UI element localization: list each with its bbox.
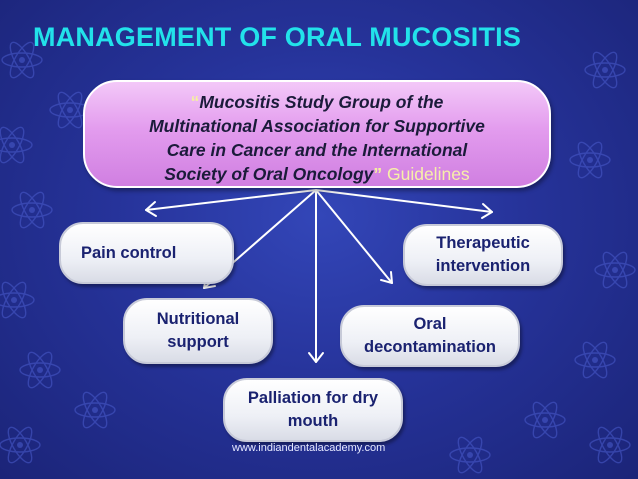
node-nutritional-line-1: Nutritional xyxy=(156,310,240,328)
header-line-4: Society of Oral Oncology” Guidelines xyxy=(85,162,549,186)
footer-watermark-url: www.indiandentalacademy.com xyxy=(232,442,386,454)
guidelines-suffix: Guidelines xyxy=(382,164,470,184)
node-therapeutic-line-2: intervention xyxy=(435,257,531,275)
page-title: MANAGEMENT OF ORAL MUCOSITIS xyxy=(33,22,522,52)
node-palliation-line-2: mouth xyxy=(287,412,339,430)
open-quote: “ xyxy=(190,92,200,112)
node-therapeutic-intervention: Therapeutic intervention xyxy=(403,224,563,286)
close-quote: ” xyxy=(373,164,383,184)
node-palliation-dry-mouth: Palliation for dry mouth xyxy=(223,378,403,442)
node-therapeutic-line-1: Therapeutic xyxy=(436,234,530,252)
header-line-2: Multinational Association for Supportive xyxy=(149,116,485,136)
node-oral-decontamination: Oral decontamination xyxy=(340,305,520,367)
node-oral-line-1: Oral xyxy=(413,315,447,333)
header-line-1-text: Mucositis Study Group of the xyxy=(199,92,444,112)
header-line-4-text: Society of Oral Oncology xyxy=(164,164,374,184)
node-palliation-line-1: Palliation for dry xyxy=(247,389,379,407)
header-line-1: “Mucositis Study Group of the xyxy=(85,90,549,114)
node-nutritional-support: Nutritional support xyxy=(123,298,273,364)
node-nutritional-line-2: support xyxy=(167,333,229,351)
header-line-3: Care in Cancer and the International xyxy=(166,140,468,160)
node-pain-control: Pain control xyxy=(59,222,234,284)
node-pain-control-line-1: Pain control xyxy=(81,243,177,262)
node-oral-line-2: decontamination xyxy=(363,338,496,356)
guidelines-header-box: “Mucositis Study Group of the Multinatio… xyxy=(83,80,551,188)
